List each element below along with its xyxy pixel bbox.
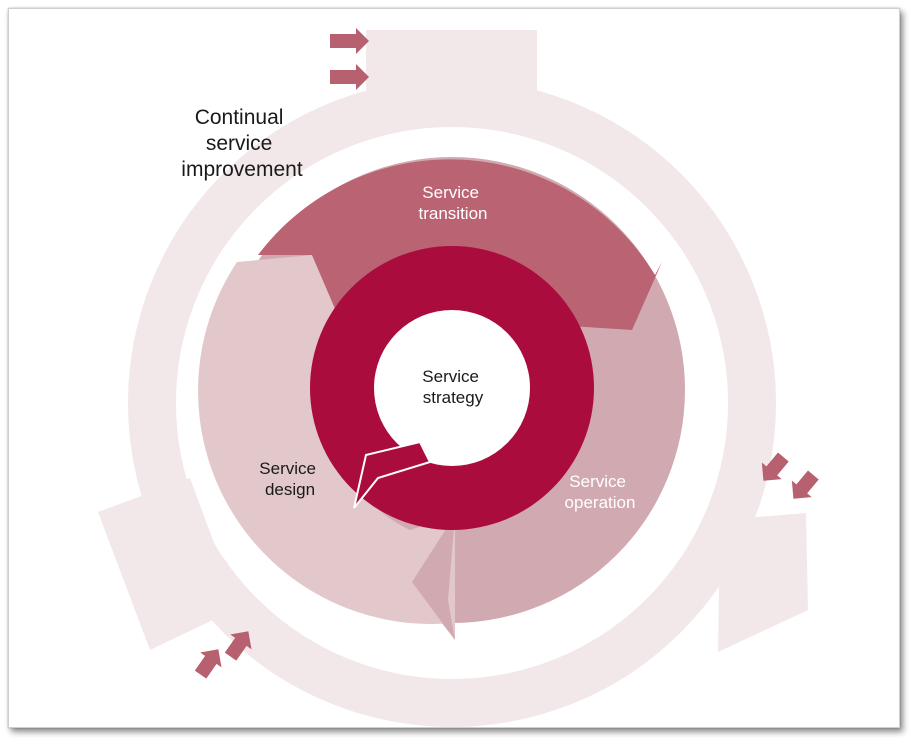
service-strategy-label: Service strategy bbox=[422, 367, 483, 407]
arrow-right-icon bbox=[330, 64, 369, 90]
service-strategy-center bbox=[374, 310, 530, 466]
outer-ring-tab-top bbox=[366, 30, 537, 115]
arrow-up-right-icon bbox=[224, 631, 252, 661]
arrow-right-icon bbox=[330, 28, 369, 54]
service-operation-label: Service operation bbox=[565, 472, 636, 512]
outer-ring-tab-right bbox=[718, 513, 808, 652]
service-operation-arrowhead bbox=[412, 515, 455, 640]
arrow-up-right-icon bbox=[194, 649, 222, 679]
continual-service-improvement-label: Continual service improvement bbox=[181, 106, 303, 181]
service-design-label: Service design bbox=[259, 459, 320, 499]
service-transition-label: Service transition bbox=[419, 183, 488, 223]
arrow-down-left-icon bbox=[791, 470, 819, 499]
outer-ring-tab-left bbox=[98, 478, 238, 650]
service-strategy-arrowhead bbox=[353, 440, 432, 509]
continual-service-improvement-ring bbox=[98, 30, 808, 727]
arrow-down-left-icon bbox=[761, 452, 789, 481]
improvement-arrows bbox=[194, 28, 819, 679]
